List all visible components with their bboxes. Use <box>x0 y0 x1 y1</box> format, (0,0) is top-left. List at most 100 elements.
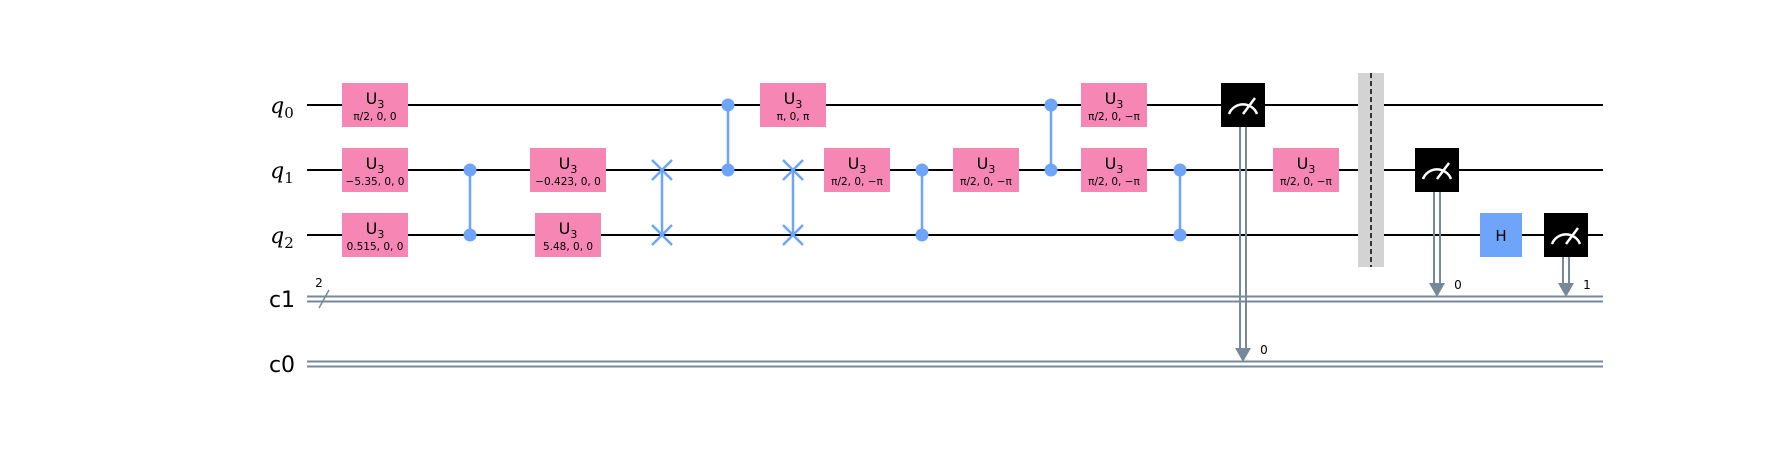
swap-gate <box>651 159 673 246</box>
control-dot <box>915 228 929 242</box>
gate-name-subscript: 3 <box>377 228 384 241</box>
control-dot <box>915 163 929 177</box>
h-gate-label: H <box>1495 227 1506 245</box>
u3-gate-params: −5.35, 0, 0 <box>346 176 405 188</box>
qubit-label: q2 <box>270 224 294 252</box>
gate-name-letter: U <box>1297 154 1309 173</box>
gate-name-subscript: 3 <box>859 163 866 176</box>
gate-name-letter: U <box>559 154 571 173</box>
control-dot <box>463 163 477 177</box>
gate-name-letter: U <box>366 89 378 108</box>
u3-gate-name: U3 <box>559 154 578 176</box>
u3-gate-name: U3 <box>1105 154 1124 176</box>
meter-arc-icon <box>1550 233 1582 245</box>
u3-gate-params: π/2, 0, −π <box>960 176 1012 188</box>
gate-name-subscript: 3 <box>988 163 995 176</box>
meter-needle-icon <box>1242 97 1256 115</box>
u3-gate-name: U3 <box>977 154 996 176</box>
u3-gate-params: 0.515, 0, 0 <box>347 241 404 253</box>
wires: 2 <box>307 104 1603 368</box>
qubit-label-index: 0 <box>284 104 294 122</box>
register-width-label: 2 <box>315 276 323 290</box>
control-dot <box>721 163 735 177</box>
gate-name-letter: U <box>784 89 796 108</box>
measure-gate: 1 <box>1544 213 1591 297</box>
u3-gate-name: U3 <box>848 154 867 176</box>
h-gate-box <box>1480 213 1522 257</box>
gate-name-letter: U <box>977 154 989 173</box>
u3-gate-params: π/2, 0, −π <box>831 176 883 188</box>
u3-gate-name: U3 <box>366 219 385 241</box>
u3-gate-box <box>1273 148 1339 192</box>
measure-bit-index: 0 <box>1454 278 1462 292</box>
qubit-label-name: q <box>270 94 284 119</box>
gate-name-subscript: 3 <box>795 98 802 111</box>
qubit-label: q0 <box>270 94 294 122</box>
gate-name-letter: U <box>1105 89 1117 108</box>
u3-gate-box <box>342 213 408 257</box>
gate-name-letter: U <box>1105 154 1117 173</box>
u3-gate-name: U3 <box>559 219 578 241</box>
u3-gate: U3π/2, 0, 0 <box>342 83 408 127</box>
measure-arrow <box>1235 348 1251 362</box>
u3-gate: U35.48, 0, 0 <box>535 213 601 257</box>
u3-gate-params: 5.48, 0, 0 <box>543 241 593 253</box>
clbit-label: c0 <box>269 353 295 378</box>
u3-gate-box <box>1081 148 1147 192</box>
u3-gate-params: π/2, 0, −π <box>1088 111 1140 123</box>
gate-name-letter: U <box>559 219 571 238</box>
control-dot <box>1044 98 1058 112</box>
u3-gate-box <box>824 148 890 192</box>
qubit-label: q1 <box>270 159 294 187</box>
u3-gate-box <box>342 83 408 127</box>
barrier <box>1358 73 1384 267</box>
swap-cross <box>782 159 804 181</box>
cz-gate <box>1044 98 1058 177</box>
u3-gate-name: U3 <box>366 154 385 176</box>
gate-name-letter: U <box>848 154 860 173</box>
gate-name-subscript: 3 <box>1308 163 1315 176</box>
register-slash <box>318 289 330 309</box>
u3-gate-params: π/2, 0, 0 <box>353 111 396 123</box>
qubit-label-index: 2 <box>284 234 294 252</box>
u3-gate: U3−5.35, 0, 0 <box>342 148 408 192</box>
u3-gate-name: U3 <box>784 89 803 111</box>
measure-arrow <box>1558 283 1574 297</box>
u3-gate-params: π, 0, π <box>777 111 810 123</box>
u3-gate-name: U3 <box>366 89 385 111</box>
u3-gate-box <box>342 148 408 192</box>
control-dot <box>1173 163 1187 177</box>
control-dot <box>463 228 477 242</box>
u3-gate: U3−0.423, 0, 0 <box>530 148 606 192</box>
control-dot <box>1044 163 1058 177</box>
qubit-label-index: 1 <box>284 169 294 187</box>
gate-name-subscript: 3 <box>570 228 577 241</box>
meter-needle-icon <box>1565 227 1579 245</box>
measure-bit-index: 1 <box>1583 278 1591 292</box>
u3-gate-params: −0.423, 0, 0 <box>535 176 601 188</box>
gate-name-subscript: 3 <box>1116 163 1123 176</box>
meter-arc-icon <box>1421 168 1453 180</box>
u3-gate-name: U3 <box>1105 89 1124 111</box>
measure-bit-index: 0 <box>1260 343 1268 357</box>
gate-name-letter: U <box>366 154 378 173</box>
qubit-label-name: q <box>270 159 284 184</box>
clbit-label: c1 <box>269 288 295 313</box>
gate-name-letter: U <box>366 219 378 238</box>
u3-gate: U3π/2, 0, −π <box>824 148 890 192</box>
meter-needle-icon <box>1436 162 1450 180</box>
swap-cross <box>651 224 673 246</box>
u3-gate-box <box>760 83 826 127</box>
u3-gate: U3π/2, 0, −π <box>1273 148 1339 192</box>
u3-gate-params: π/2, 0, −π <box>1088 176 1140 188</box>
u3-gate-params: π/2, 0, −π <box>1280 176 1332 188</box>
measure-gate: 0 <box>1415 148 1462 297</box>
gate-name-subscript: 3 <box>377 98 384 111</box>
u3-gate: U3π/2, 0, −π <box>1081 83 1147 127</box>
gate-name-subscript: 3 <box>377 163 384 176</box>
u3-gate: U3π/2, 0, −π <box>953 148 1019 192</box>
u3-gate: U30.515, 0, 0 <box>342 213 408 257</box>
u3-gate: U3π, 0, π <box>760 83 826 127</box>
